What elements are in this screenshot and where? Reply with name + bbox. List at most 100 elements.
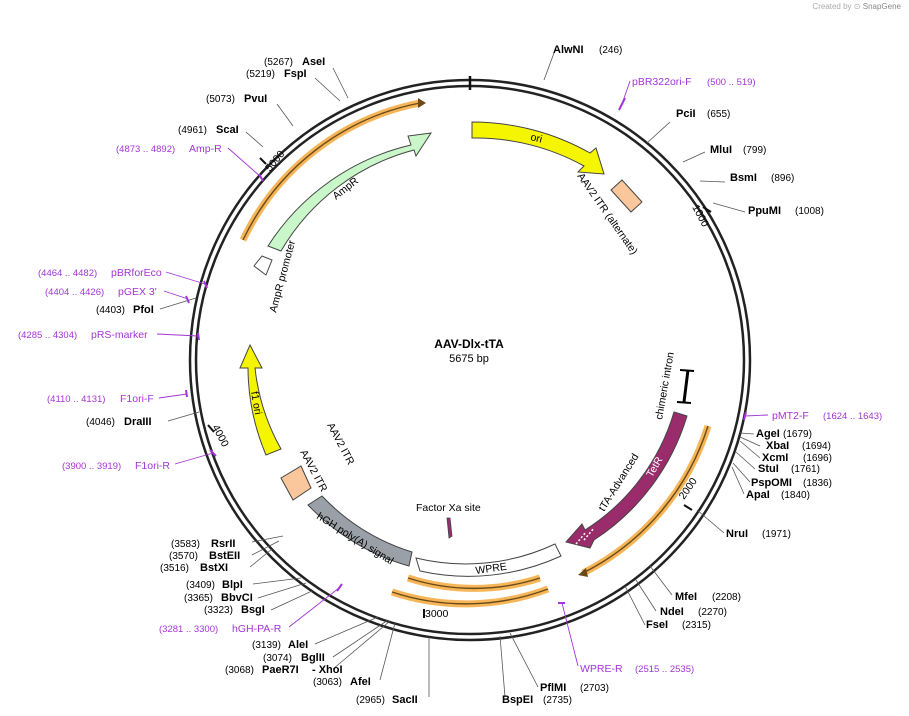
site-name-mfei: MfeI: [675, 591, 697, 603]
site-name-mlui: MluI: [710, 144, 732, 156]
factor-xa-site-feature[interactable]: [446, 517, 453, 539]
site-name-blpi: BlpI: [222, 579, 243, 591]
site-name-pvui: PvuI: [244, 93, 267, 105]
site-pos-mfei: (2208): [712, 592, 741, 603]
snapgene-credit: Created by ⊙ SnapGene: [812, 2, 901, 11]
site-labels-bottom: PflMI (2703) BspEI (2735) (2965) SacII: [356, 682, 609, 706]
site-pos-mlui: (799): [743, 145, 766, 156]
site-name-bsmi: BsmI: [730, 172, 757, 184]
primer-pos-hgh-pa-r: (3281 .. 3300): [159, 624, 218, 635]
hgh-polya-feature[interactable]: [307, 495, 413, 567]
f1-ori-label: f1 ori: [248, 390, 264, 415]
site-pos-ppumi: (1008): [795, 206, 824, 217]
primer-name-f1ori-f: F1ori-F: [120, 393, 154, 405]
site-pos-bglii: (3074): [263, 653, 292, 664]
f1-ori-feature[interactable]: [239, 343, 282, 456]
primer-pos-wpre-r: (2515 .. 2535): [635, 664, 694, 675]
wpre-label: WPRE: [475, 561, 508, 577]
site-name-fsei: FseI: [646, 619, 668, 631]
site-pos-stui: (1761): [791, 464, 820, 475]
ruler-label-3000: 3000: [425, 608, 449, 620]
wpre-feature[interactable]: [415, 543, 562, 577]
primer-pos-pbr322ori-f: (500 .. 519): [707, 77, 756, 88]
site-name-scai: ScaI: [216, 124, 239, 136]
primer-name-pbrforeco: pBRforEco: [111, 267, 162, 279]
site-leaders-right: [428, 52, 761, 698]
ori-feature[interactable]: [471, 121, 605, 175]
site-name-asei: AseI: [302, 56, 325, 68]
site-pos-pcii: (655): [707, 109, 730, 120]
site-pos-bsteii: (3570): [169, 551, 198, 562]
site-pos-pvui: (5073): [206, 94, 235, 105]
site-name-pcii: PciI: [676, 108, 696, 120]
primer-pos-pbrforeco: (4464 .. 4482): [38, 268, 97, 279]
site-name-bsgi: BsgI: [241, 604, 265, 616]
site-name-rsrii: RsrII: [211, 538, 235, 550]
hgh-polya-label: hGH poly(A) signal: [314, 510, 395, 567]
chimeric-intron-feature[interactable]: [676, 369, 695, 404]
site-name-ndei: NdeI: [660, 606, 684, 618]
primer-name-amp-r: Amp-R: [189, 143, 222, 155]
site-name-ppumi: PpuMI: [748, 205, 781, 217]
primer-name-hgh-pa-r: hGH-PA-R: [232, 623, 282, 635]
site-pos-nrui: (1971): [762, 529, 791, 540]
site-name-fspi: FspI: [284, 68, 307, 80]
plasmid-length: 5675 bp: [449, 353, 489, 365]
site-name-xcmi: XcmI: [762, 452, 788, 464]
site-pos-bstxi: (3516): [160, 563, 189, 574]
ruler: 1000 2000 3000 4000 5000: [207, 148, 712, 620]
primer-name-pbr322ori-f: pBR322ori-F: [632, 76, 692, 88]
ampr-promoter-feature[interactable]: [253, 255, 273, 276]
tetr-feature[interactable]: [565, 411, 688, 549]
site-name-bspei: BspEI: [502, 694, 533, 706]
primer-labels: pBR322ori-F (500 .. 519) pMT2-F (1624 ..…: [18, 76, 882, 675]
site-name-pflmi: PflMI: [540, 682, 566, 694]
snapgene-logo-icon: ⊙: [853, 2, 861, 11]
site-pos-ndei: (2270): [698, 607, 727, 618]
ampr-promoter-label: AmpR promoter: [267, 239, 298, 314]
site-pos-afei: (3063): [313, 677, 342, 688]
site-pos-bspei: (2735): [543, 695, 572, 706]
chimeric-intron-label: chimeric intron: [653, 351, 677, 420]
credit-brand: SnapGene: [862, 2, 901, 11]
site-name-stui: StuI: [758, 463, 779, 475]
aav2-itr-label-2: AAV2 ITR: [324, 421, 356, 468]
site-name-bstxi: BstXI: [200, 562, 228, 574]
site-name-nrui: NruI: [726, 528, 748, 540]
primer-pos-amp-r: (4873 .. 4892): [116, 144, 175, 155]
primer-name-wpre-r: WPRE-R: [580, 663, 623, 675]
site-name-draiii: DraIII: [124, 416, 152, 428]
ampr-feature[interactable]: [267, 132, 433, 252]
site-pos-bsgi: (3323): [204, 605, 233, 616]
site-pos-alei: (3139): [252, 640, 281, 651]
site-pos-blpi: (3409): [186, 580, 215, 591]
site-pos-fsei: (2315): [682, 620, 711, 631]
site-pos-bsmi: (896): [771, 173, 794, 184]
site-pos-xbai: (1694): [802, 441, 831, 452]
primer-leaders: [156, 80, 769, 667]
site-name-pspomi: PspOMI: [751, 477, 792, 489]
aav2-itr-alternate-feature[interactable]: [610, 179, 643, 213]
primer-pos-f1ori-f: (4110 .. 4131): [47, 394, 105, 405]
site-pos-bbvci: (3365): [184, 593, 213, 604]
site-pos-scai: (4961): [178, 125, 207, 136]
site-pos-fspi: (5219): [246, 69, 275, 80]
site-pos-paer7i: (3068): [225, 665, 254, 676]
site-pos-alwni: (246): [599, 45, 622, 56]
site-name-apai: ApaI: [746, 489, 770, 501]
site-name-bsteii: BstEII: [209, 550, 240, 562]
primer-name-pmt2-f: pMT2-F: [772, 410, 809, 422]
ruler-label-4000: 4000: [209, 423, 231, 449]
site-pos-pspomi: (1836): [803, 478, 832, 489]
orange-arcs: [239, 98, 712, 608]
primer-pos-prs-marker: (4285 .. 4304): [18, 330, 77, 341]
primer-name-pgex-3: pGEX 3': [118, 286, 157, 298]
site-pos-sacii: (2965): [356, 695, 385, 706]
site-pos-xcmi: (1696): [803, 453, 832, 464]
factor-xa-site-label: Factor Xa site: [416, 502, 481, 514]
site-leaders-left: [159, 67, 396, 681]
primer-pos-f1ori-r: (3900 .. 3919): [62, 461, 121, 472]
primer-pos-pgex-3: (4404 .. 4426): [45, 287, 104, 298]
aav2-itr-feature-1[interactable]: [280, 465, 312, 501]
credit-prefix: Created by: [812, 2, 852, 11]
